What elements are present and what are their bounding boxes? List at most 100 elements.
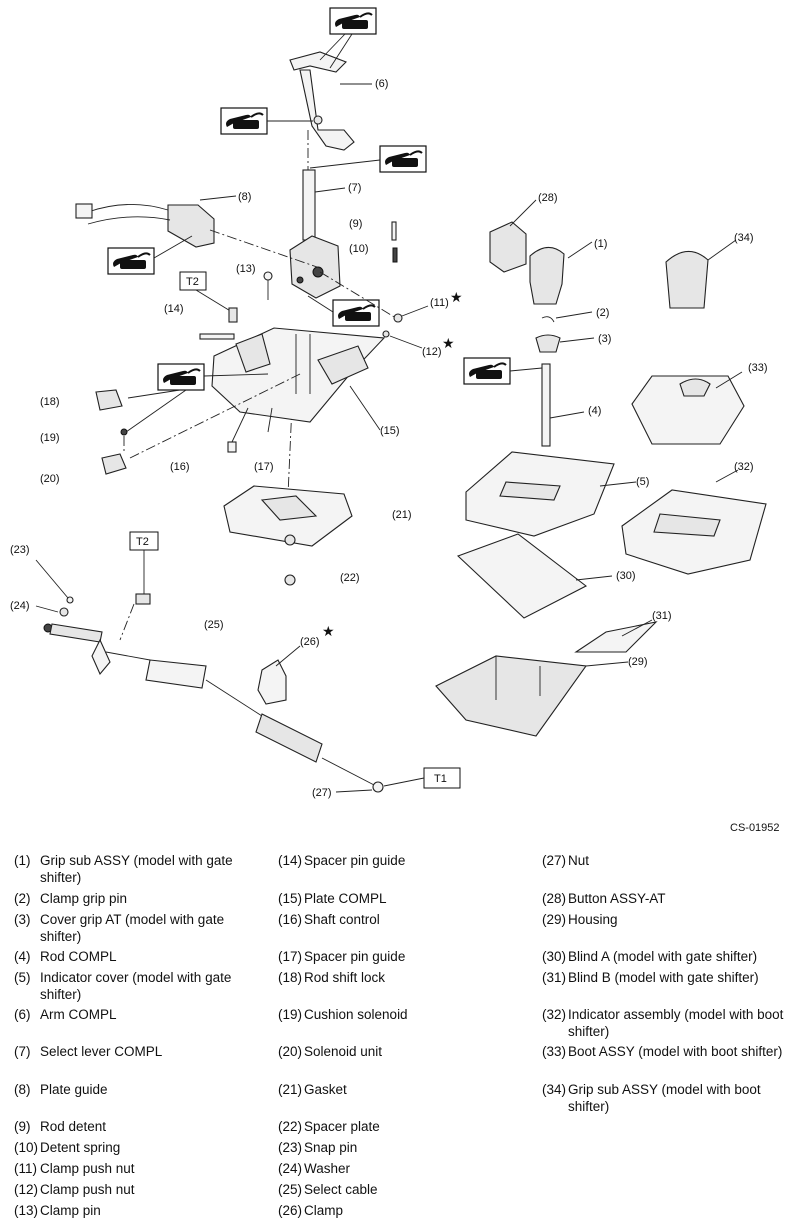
legend-item: (2)Clamp grip pin: [0, 890, 262, 907]
legend-item: (26)Clamp: [264, 1202, 526, 1219]
legend-item: (22)Spacer plate: [264, 1118, 526, 1135]
legend-item: (29)Housing: [528, 911, 790, 928]
cushion-solenoid-part: [120, 428, 128, 436]
legend-item-number: (27): [542, 853, 567, 868]
callout-8: (8): [238, 191, 251, 203]
legend-item: (1)Grip sub ASSY (model with gate shifte…: [0, 852, 262, 886]
legend-item: (23)Snap pin: [264, 1139, 526, 1156]
legend-item-number: (8): [14, 1082, 31, 1097]
torque-label-t1: T1: [434, 773, 447, 785]
legend-item: (7) Select lever COMPL: [0, 1043, 262, 1060]
callout-25: (25): [204, 619, 224, 631]
legend-item-description: Rod detent: [40, 1119, 107, 1134]
figure-code: CS-01952: [730, 822, 780, 834]
legend-item-number: (1): [14, 853, 31, 868]
legend-item: (33)Boot ASSY (model with boot shifter): [528, 1043, 790, 1060]
legend-item-description: Cover grip AT (model with gate shifter): [40, 912, 225, 944]
legend-item-description: Select lever COMPL: [40, 1044, 163, 1059]
cover-grip-part: [535, 334, 561, 353]
clamp-part: [257, 659, 287, 705]
callout-19: (19): [40, 432, 60, 444]
legend-item: (19)Cushion solenoid: [264, 1006, 526, 1023]
legend-item-description: Plate guide: [40, 1082, 108, 1097]
callout-29: (29): [628, 656, 648, 668]
legend-item-number: (19): [278, 1007, 303, 1022]
legend-item-description: Rod shift lock: [304, 970, 386, 985]
boot-assy-part: [631, 375, 745, 445]
callout-15: (15): [380, 425, 400, 437]
legend-item-number: (17): [278, 949, 303, 964]
spacer-plate-part: [284, 574, 296, 586]
legend-item: (12)Clamp push nut: [0, 1181, 262, 1198]
legend-item-description: Blind A (model with gate shifter): [568, 949, 758, 964]
legend-item-number: (7): [14, 1044, 31, 1059]
rod-detent-part: [391, 221, 397, 241]
legend-item-description: Detent spring: [40, 1140, 121, 1155]
legend-item-description: Clamp: [304, 1203, 344, 1218]
legend-item-description: Blind B (model with gate shifter): [568, 970, 759, 985]
clamp-pin-part: [263, 271, 273, 281]
legend-item-number: (23): [278, 1140, 303, 1155]
legend-item: (34)Grip sub ASSY (model with boot shift…: [528, 1081, 790, 1115]
callout-9: (9): [349, 218, 362, 230]
callout-18: (18): [40, 396, 60, 408]
legend-item-description: Clamp push nut: [40, 1182, 135, 1197]
legend-item: (27)Nut: [528, 852, 790, 869]
star-12: ★: [442, 336, 455, 352]
legend-item: (11)Clamp push nut: [0, 1160, 262, 1177]
select-cable-part: [43, 623, 384, 793]
star-11: ★: [450, 290, 463, 306]
legend-item: (9) Rod detent: [0, 1118, 262, 1135]
legend-item: (18)Rod shift lock: [264, 969, 526, 986]
legend-item-description: Shaft control: [304, 912, 380, 927]
legend-item-description: Plate COMPL: [304, 891, 387, 906]
legend-item-description: Clamp grip pin: [40, 891, 128, 906]
callout-13: (13): [236, 263, 256, 275]
callout-34: (34): [734, 232, 754, 244]
solenoid-unit-part: [101, 453, 127, 475]
exploded-parts-diagram: (6) (7) (8) (9) (10) (13) (11) ★ (12) ★ …: [10, 7, 780, 834]
legend-item: (21)Gasket: [264, 1081, 526, 1098]
housing-part: [435, 655, 587, 737]
legend-item-description: Rod COMPL: [40, 949, 117, 964]
legend-item: (10)Detent spring: [0, 1139, 262, 1156]
legend-item: (28)Button ASSY-AT: [528, 890, 790, 907]
legend-item-number: (4): [14, 949, 31, 964]
legend-item-number: (18): [278, 970, 303, 985]
grease-icon: [157, 363, 205, 391]
callout-14: (14): [164, 303, 184, 315]
legend-item-number: (12): [14, 1182, 39, 1197]
grease-icon: [463, 357, 511, 385]
callout-4: (4): [588, 405, 601, 417]
legend-item-number: (14): [278, 853, 303, 868]
callout-23: (23): [10, 544, 30, 556]
legend-item-description: Select cable: [304, 1182, 378, 1197]
legend-item-number: (24): [278, 1161, 303, 1176]
callout-32: (32): [734, 461, 754, 473]
legend-item-number: (32): [542, 1007, 567, 1022]
rod-shift-lock-part: [95, 389, 123, 411]
legend-item-number: (28): [542, 891, 567, 906]
grease-icon: [107, 247, 155, 275]
callout-22: (22): [340, 572, 360, 584]
legend-item-number: (9): [14, 1119, 31, 1134]
legend-item-number: (22): [278, 1119, 303, 1134]
legend-item-description: Arm COMPL: [40, 1007, 117, 1022]
callout-30: (30): [616, 570, 636, 582]
grease-icon: [220, 107, 268, 135]
legend-item: (8) Plate guide: [0, 1081, 262, 1098]
legend-item-number: (21): [278, 1082, 303, 1097]
legend-item-number: (20): [278, 1044, 303, 1059]
legend-item-number: (15): [278, 891, 303, 906]
legend-item-description: Clamp pin: [40, 1203, 101, 1218]
legend-item-number: (33): [542, 1044, 567, 1059]
legend-item-number: (5): [14, 970, 31, 985]
torque-label-t2-bottom: T2: [136, 536, 149, 548]
legend-item-description: Washer: [304, 1161, 351, 1176]
legend-item: (32)Indicator assembly (model with boot …: [528, 1006, 790, 1040]
callout-20: (20): [40, 473, 60, 485]
star-26: ★: [322, 624, 335, 640]
callout-31: (31): [652, 610, 672, 622]
legend-item-description: Snap pin: [304, 1140, 358, 1155]
legend-item-description: Solenoid unit: [304, 1044, 383, 1059]
